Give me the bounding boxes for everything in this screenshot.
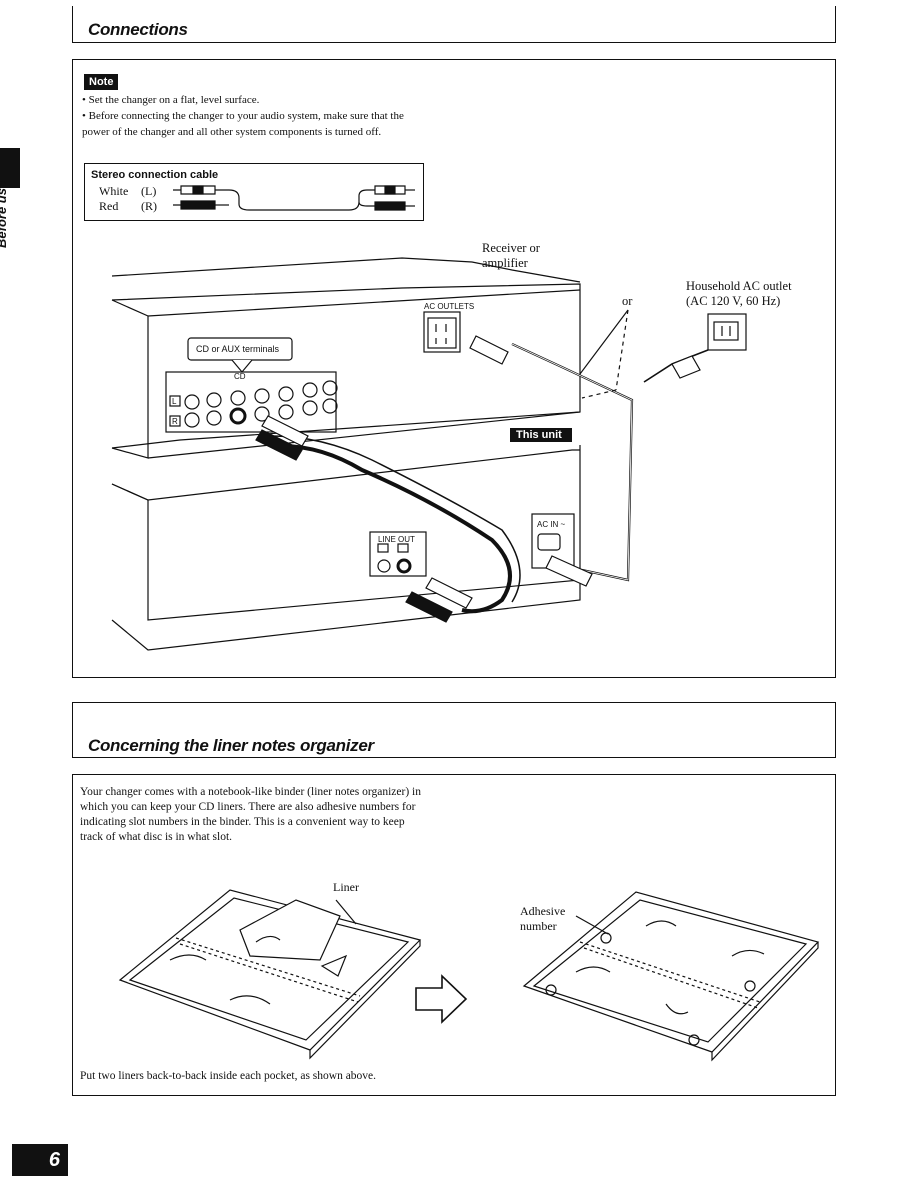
liner-caption: Put two liners back-to-back inside each … [80,1070,377,1082]
ac-outlets-label: AC OUTLETS [424,302,475,311]
or-label: or [622,294,633,308]
liner-body-text: Your changer comes with a notebook-like … [80,786,421,843]
note-item-1: • Set the changer on a flat, level surfa… [82,94,260,106]
adhesive-number-label: Adhesive number [520,904,566,933]
right-channel-label: R [172,417,178,426]
note-text-2: Before connecting the changer to your au… [82,110,404,138]
cable-red-label: Red [99,199,119,213]
this-unit-label: This unit [516,429,562,441]
line-out-label: LINE OUT [378,535,415,544]
cable-white-channel: (L) [141,184,157,198]
household-outlet-label: Household AC outlet [686,279,792,293]
note-badge: Note [84,74,119,90]
binder-with-liner-illustration [118,889,422,1060]
liner-label: Liner [333,880,359,894]
connection-diagram [111,257,747,651]
ac-in-label: AC IN ~ [537,520,566,529]
left-channel-label: L [172,397,177,406]
cable-box: Stereo connection cable White (L) Red (R… [84,163,424,221]
cable-red-channel: (R) [141,199,157,213]
liner-panel [72,774,836,1096]
connections-panel [72,59,836,678]
cable-white-label: White [99,184,129,198]
cd-aux-terminals-label: CD or AUX terminals [196,344,280,354]
outlet-spec-label: (AC 120 V, 60 Hz) [686,294,781,308]
side-section-label: Before use [0,180,9,248]
page-number: 6 [12,1144,68,1176]
cable-box-title: Stereo connection cable [91,169,219,181]
connections-title: Connections [88,20,188,39]
liner-header [72,702,836,758]
liner-title: Concerning the liner notes organizer [88,736,374,755]
cd-label: CD [234,372,246,381]
cable-illustration [173,185,415,211]
side-tab-marker [0,148,20,188]
arrow-right-icon [415,974,468,1024]
connections-header [72,6,836,43]
binder-with-numbers-illustration [522,891,820,1062]
note-item-2: • Before connecting the changer to your … [82,110,404,138]
note-text-1: Set the changer on a flat, level surface… [88,94,260,106]
